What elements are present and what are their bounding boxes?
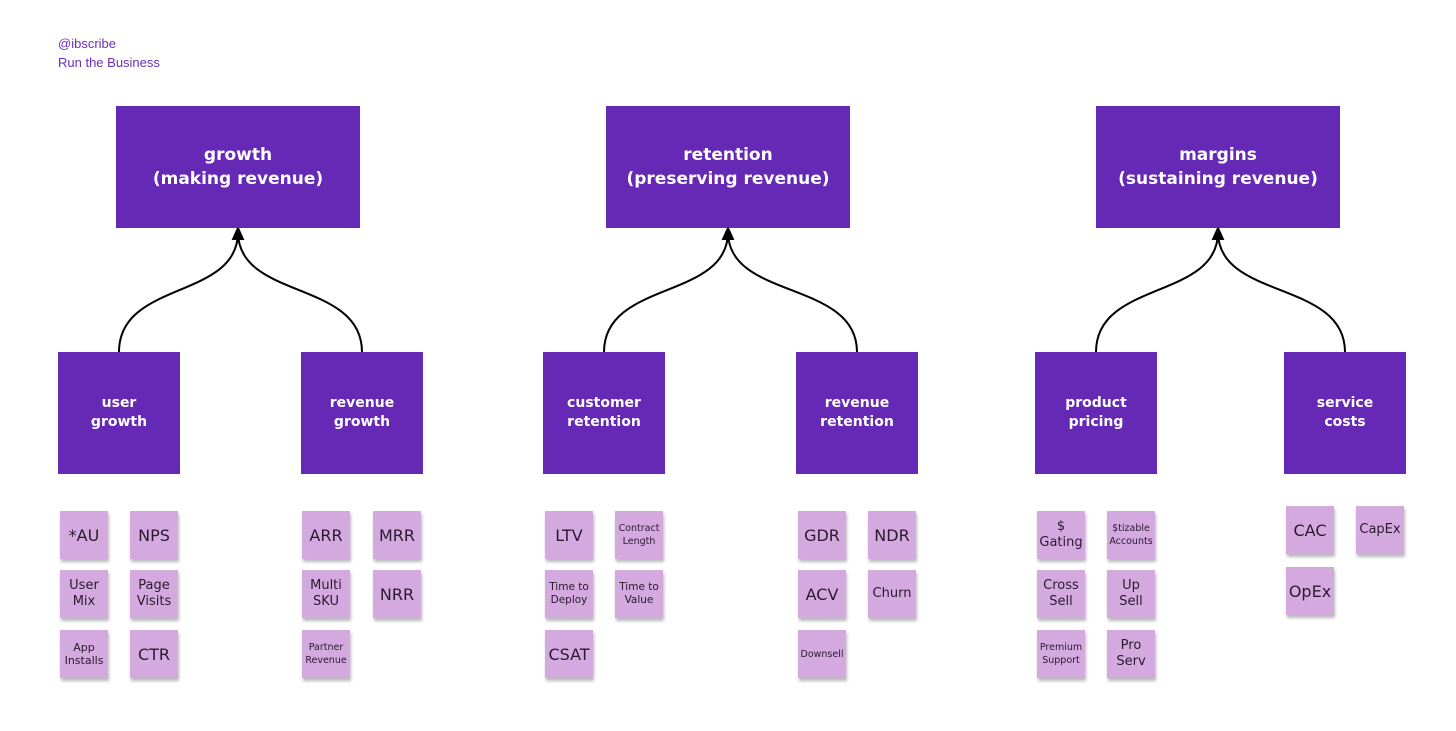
sticky-note-user-mix: User Mix: [60, 570, 108, 618]
sticky-note-ndr: NDR: [868, 511, 916, 559]
sticky-note-time-to-deploy: Time to Deploy: [545, 570, 593, 618]
sticky-note-multi-sku: Multi SKU: [302, 570, 350, 618]
connector-user-growth: [118, 225, 245, 353]
sticky-note-churn: Churn: [868, 570, 916, 618]
box-service-costs: service costs: [1284, 352, 1406, 474]
connector-revenue-retention: [727, 231, 858, 353]
sticky-note-page-visits: Page Visits: [130, 570, 178, 618]
diagram-subtitle: Run the Business: [58, 55, 160, 70]
sticky-note-gdr: GDR: [798, 511, 846, 559]
box-revenue-growth: revenue growth: [301, 352, 423, 474]
sticky-note-nps: NPS: [130, 511, 178, 559]
sticky-note-app-installs: App Installs: [60, 630, 108, 678]
connector-revenue-growth: [237, 231, 363, 353]
box-revenue-retention: revenue retention: [796, 352, 918, 474]
sticky-note-cross-sell: Cross Sell: [1037, 570, 1085, 618]
sticky-note-tizable-accounts: $tizable Accounts: [1107, 511, 1155, 559]
sticky-note-time-to-value: Time to Value: [615, 570, 663, 618]
sticky-note-cac: CAC: [1286, 506, 1334, 554]
box-growth: growth (making revenue): [116, 106, 360, 228]
connector-service-costs: [1217, 231, 1346, 353]
sticky-note-gating: $ Gating: [1037, 511, 1085, 559]
sticky-note-mrr: MRR: [373, 511, 421, 559]
sticky-note-ctr: CTR: [130, 630, 178, 678]
connector-product-pricing: [1095, 225, 1225, 353]
sticky-note-ltv: LTV: [545, 511, 593, 559]
sticky-note-downsell: Downsell: [798, 630, 846, 678]
sticky-note-up-sell: Up Sell: [1107, 570, 1155, 618]
header: @ibscribe Run the Business: [58, 34, 160, 72]
sticky-note-acv: ACV: [798, 570, 846, 618]
box-customer-retention: customer retention: [543, 352, 665, 474]
sticky-note-partner-revenue: Partner Revenue: [302, 630, 350, 678]
sticky-note-premium-support: Premium Support: [1037, 630, 1085, 678]
box-product-pricing: product pricing: [1035, 352, 1157, 474]
sticky-note-csat: CSAT: [545, 630, 593, 678]
sticky-note-contract-length: Contract Length: [615, 511, 663, 559]
sticky-note-au: *AU: [60, 511, 108, 559]
sticky-note-arr: ARR: [302, 511, 350, 559]
sticky-note-opex: OpEx: [1286, 567, 1334, 615]
box-user-growth: user growth: [58, 352, 180, 474]
connector-customer-retention: [603, 225, 735, 353]
sticky-note-pro-serv: Pro Serv: [1107, 630, 1155, 678]
box-margins: margins (sustaining revenue): [1096, 106, 1340, 228]
box-retention: retention (preserving revenue): [606, 106, 850, 228]
sticky-note-nrr: NRR: [373, 570, 421, 618]
handle-text: @ibscribe: [58, 36, 116, 51]
sticky-note-capex: CapEx: [1356, 506, 1404, 554]
